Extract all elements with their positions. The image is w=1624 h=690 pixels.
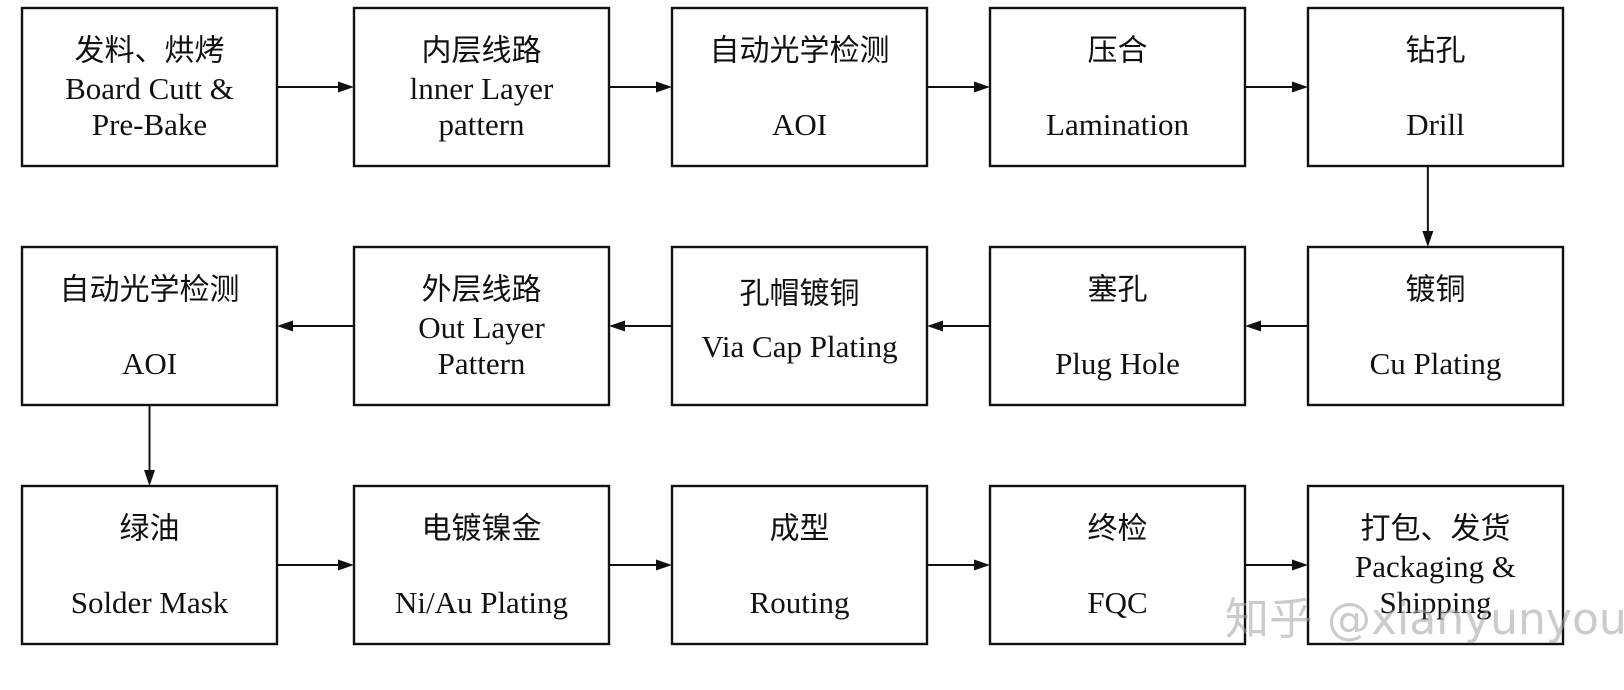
arrow-head — [656, 81, 672, 93]
step-label-line: Plug Hole — [1055, 346, 1180, 381]
step-label-line: AOI — [772, 107, 827, 142]
flow-arrow — [277, 559, 354, 571]
step-label-line: Out Layer — [418, 310, 545, 345]
step-box-border — [20, 6, 279, 168]
step-label-line: 塞孔 — [1088, 273, 1148, 308]
step-label-line: Shipping — [1380, 585, 1492, 620]
step-label-line: 终检 — [1088, 512, 1148, 547]
arrow-head — [974, 559, 990, 571]
arrow-head — [338, 81, 354, 93]
step-label-line: Pre-Bake — [92, 107, 207, 142]
step-label-line: 压合 — [1088, 34, 1148, 69]
flow-arrow — [1422, 166, 1434, 247]
step-label-line: 打包、发货 — [1361, 512, 1511, 547]
watermark-text: 知乎 @xianyunyouhe — [1225, 594, 1624, 645]
flow-arrows — [144, 81, 1434, 571]
step-label-line: 电镀镍金 — [422, 512, 542, 547]
process-step-box: 电镀镍金 Ni/Au Plating — [352, 484, 611, 646]
step-box-border — [670, 245, 929, 407]
arrow-head — [1422, 231, 1434, 247]
flow-arrow — [609, 559, 672, 571]
flow-arrow — [1245, 320, 1308, 332]
step-box-border — [20, 484, 279, 646]
step-label-line: Routing — [750, 585, 850, 620]
arrow-head — [277, 320, 293, 332]
step-label-line: lnner Layer — [410, 71, 554, 106]
step-label-line: 自动光学检测 — [710, 34, 890, 69]
arrow-head — [1292, 81, 1308, 93]
process-step-box: 钻孔 Drill — [1306, 6, 1565, 168]
process-step-box: 塞孔 Plug Hole — [988, 245, 1247, 407]
step-box-border — [1306, 6, 1565, 168]
arrow-head — [338, 559, 354, 571]
flow-arrow — [1245, 81, 1308, 93]
step-box-border — [988, 484, 1247, 646]
step-label-line: 钻孔 — [1406, 34, 1466, 69]
step-label-line: Drill — [1406, 107, 1465, 142]
step-label-line: 孔帽镀铜 — [740, 277, 860, 312]
arrow-head — [144, 470, 155, 486]
step-box-border — [352, 6, 611, 168]
step-label-line: 自动光学检测 — [60, 273, 240, 308]
flow-arrow — [277, 81, 354, 93]
step-label-line: 内层线路 — [422, 34, 542, 69]
step-label-line: 发料、烘烤 — [75, 34, 225, 69]
step-label-line: FQC — [1087, 585, 1147, 620]
step-box-border — [670, 484, 929, 646]
flow-arrow — [144, 405, 155, 486]
step-label-line: Lamination — [1046, 107, 1189, 142]
step-box-border — [20, 245, 279, 407]
step-label-line: 外层线路 — [422, 273, 542, 308]
step-box-border — [988, 6, 1247, 168]
step-box-border — [1306, 245, 1565, 407]
flow-arrow — [609, 320, 672, 332]
step-label-line: 成型 — [770, 512, 830, 547]
process-step-box: 孔帽镀铜 Via Cap Plating — [670, 245, 929, 407]
step-label-line: pattern — [438, 107, 525, 142]
step-box-border — [352, 245, 611, 407]
process-step-box: 镀铜 Cu Plating — [1306, 245, 1565, 407]
step-label-line: Cu Plating — [1370, 346, 1502, 381]
arrow-head — [927, 320, 943, 332]
step-label-line: Solder Mask — [71, 585, 229, 620]
flow-arrow — [927, 81, 990, 93]
step-label-line: Packaging & — [1355, 549, 1516, 584]
arrow-head — [1292, 559, 1308, 571]
step-box-border — [670, 6, 929, 168]
step-label-line: AOI — [122, 346, 177, 381]
flow-arrow — [1245, 559, 1308, 571]
arrow-head — [656, 559, 672, 571]
step-label-line: Via Cap Plating — [701, 329, 897, 364]
flow-arrow — [609, 81, 672, 93]
process-step-box: 绿油 Solder Mask — [20, 484, 279, 646]
step-label-line: 镀铜 — [1406, 273, 1466, 308]
step-label-line: 绿油 — [120, 512, 180, 547]
arrow-head — [609, 320, 625, 332]
arrow-head — [1245, 320, 1261, 332]
step-box-border — [352, 484, 611, 646]
step-box-border — [1306, 484, 1565, 646]
process-step-box: 压合 Lamination — [988, 6, 1247, 168]
flow-arrow — [927, 320, 990, 332]
process-step-box: 终检 FQC — [988, 484, 1247, 646]
flow-arrow — [277, 320, 354, 332]
arrow-head — [974, 81, 990, 93]
step-label-line: Ni/Au Plating — [395, 585, 568, 620]
step-label-line: Board Cutt & — [65, 71, 234, 106]
flow-arrow — [927, 559, 990, 571]
process-step-box: 成型 Routing — [670, 484, 929, 646]
step-box-border — [988, 245, 1247, 407]
process-step-box: 自动光学检测 AOI — [670, 6, 929, 168]
process-step-box: 自动光学检测 AOI — [20, 245, 279, 407]
step-label-line: Pattern — [438, 346, 526, 381]
